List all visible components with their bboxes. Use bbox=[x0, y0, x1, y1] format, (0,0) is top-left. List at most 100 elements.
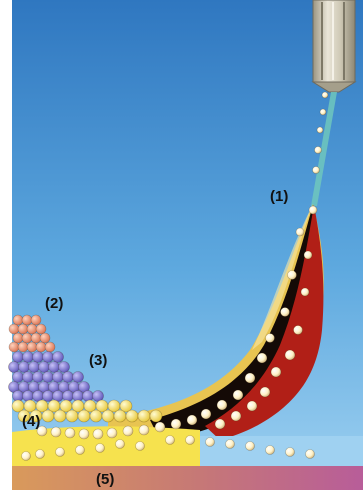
orange-particle bbox=[44, 341, 56, 353]
droplet bbox=[295, 227, 305, 237]
droplet bbox=[305, 449, 315, 459]
spray-nozzle bbox=[311, 0, 357, 93]
purple-particle bbox=[32, 351, 44, 363]
purple-particle bbox=[52, 351, 64, 363]
droplet bbox=[285, 447, 295, 457]
orange-particle bbox=[12, 332, 24, 344]
droplet bbox=[300, 287, 310, 297]
yellow-particle bbox=[101, 409, 115, 423]
orange-particle bbox=[35, 341, 47, 353]
yellow-particle bbox=[119, 399, 133, 413]
purple-particle bbox=[22, 371, 34, 383]
droplet bbox=[308, 205, 318, 215]
droplet bbox=[265, 445, 275, 455]
orange-particle bbox=[12, 314, 24, 326]
droplet bbox=[154, 421, 166, 433]
droplet bbox=[244, 372, 256, 384]
spray-plume bbox=[108, 204, 324, 446]
droplet bbox=[293, 325, 303, 335]
yellow-particle bbox=[65, 409, 79, 423]
yellow-particle bbox=[137, 409, 151, 423]
purple-particle bbox=[42, 371, 54, 383]
orange-particle bbox=[8, 323, 20, 335]
purple-particle bbox=[92, 390, 104, 402]
purple-particle bbox=[62, 371, 74, 383]
droplet bbox=[312, 166, 320, 174]
droplets bbox=[21, 91, 329, 461]
substrate bbox=[12, 466, 363, 490]
droplet bbox=[270, 366, 282, 378]
label-1: (1) bbox=[270, 188, 289, 205]
orange-particle bbox=[8, 341, 20, 353]
yellow-particle bbox=[89, 409, 103, 423]
droplet bbox=[225, 439, 235, 449]
droplet bbox=[165, 435, 175, 445]
yellow-particle bbox=[149, 409, 163, 423]
purple-particle bbox=[32, 371, 44, 383]
yellow-particle bbox=[53, 409, 67, 423]
purple-particle bbox=[8, 361, 20, 373]
droplet bbox=[245, 441, 255, 451]
purple-particle bbox=[58, 361, 70, 373]
droplet bbox=[316, 126, 324, 134]
spray-jet bbox=[311, 92, 337, 206]
label-4: (4) bbox=[22, 413, 41, 430]
orange-particle bbox=[39, 332, 51, 344]
purple-particle bbox=[12, 351, 24, 363]
purple-particle bbox=[12, 371, 24, 383]
droplet bbox=[138, 424, 150, 436]
droplet bbox=[265, 333, 275, 343]
orange-particle bbox=[17, 323, 29, 335]
purple-particle bbox=[52, 371, 64, 383]
droplet bbox=[106, 427, 118, 439]
droplet bbox=[35, 449, 45, 459]
droplet bbox=[200, 408, 212, 420]
droplet bbox=[186, 414, 198, 426]
purple-particle bbox=[22, 390, 34, 402]
droplet bbox=[50, 426, 62, 438]
orange-particle bbox=[30, 332, 42, 344]
droplet bbox=[55, 447, 65, 457]
orange-particle bbox=[21, 332, 33, 344]
purple-particle bbox=[82, 390, 94, 402]
purple-particle bbox=[62, 390, 74, 402]
droplet bbox=[232, 389, 244, 401]
droplet bbox=[287, 270, 297, 280]
purple-particle bbox=[42, 351, 54, 363]
droplet bbox=[216, 399, 228, 411]
purple-particle bbox=[38, 361, 50, 373]
droplet bbox=[36, 425, 48, 437]
left-border bbox=[0, 0, 12, 490]
droplet bbox=[230, 410, 242, 422]
purple-particle bbox=[22, 351, 34, 363]
label-5: (5) bbox=[96, 471, 115, 488]
droplet bbox=[185, 435, 195, 445]
yellow-particle bbox=[77, 409, 91, 423]
droplet bbox=[92, 428, 104, 440]
label-3: (3) bbox=[89, 352, 108, 369]
orange-particle bbox=[35, 323, 47, 335]
purple-particle bbox=[48, 361, 60, 373]
droplet bbox=[319, 108, 327, 116]
droplet bbox=[115, 439, 125, 449]
droplet bbox=[256, 352, 268, 364]
droplet bbox=[122, 425, 134, 437]
droplet bbox=[21, 451, 31, 461]
orange-particle bbox=[26, 323, 38, 335]
purple-particle bbox=[18, 361, 30, 373]
purple-particle bbox=[72, 371, 84, 383]
droplet bbox=[259, 386, 271, 398]
droplet bbox=[303, 250, 313, 260]
droplet bbox=[78, 428, 90, 440]
droplet bbox=[284, 349, 296, 361]
orange-particle bbox=[30, 314, 42, 326]
yellow-particle bbox=[125, 409, 139, 423]
droplet bbox=[170, 418, 182, 430]
droplet bbox=[95, 443, 105, 453]
particle-stack bbox=[8, 314, 163, 423]
droplet bbox=[321, 91, 329, 99]
droplet bbox=[205, 437, 215, 447]
purple-particle bbox=[28, 361, 40, 373]
droplet bbox=[280, 307, 290, 317]
